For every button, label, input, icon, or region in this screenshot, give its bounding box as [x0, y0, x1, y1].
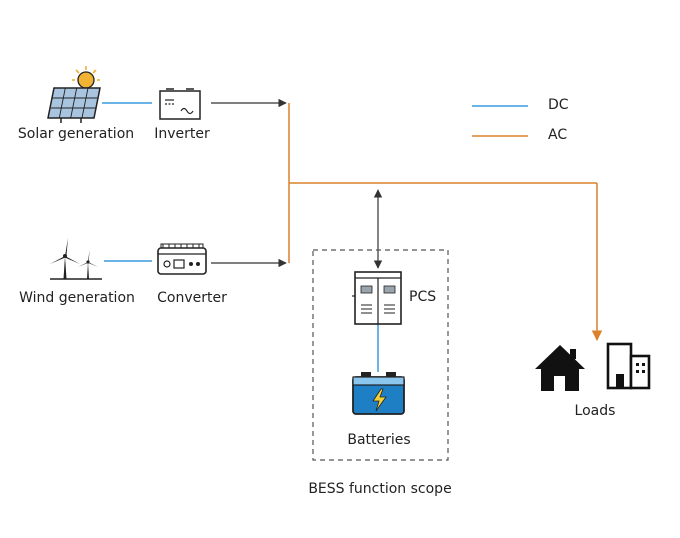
legend-ac-label: AC	[548, 127, 568, 143]
solar-panel-icon	[47, 66, 101, 123]
building-icon	[606, 342, 651, 390]
wind-generation-label: Wind generation	[19, 290, 135, 306]
bess-scope-box	[312, 249, 449, 461]
wind-turbine-icon	[50, 238, 102, 280]
inverter-icon	[159, 88, 201, 120]
legend-dc-label: DC	[548, 97, 569, 113]
pcs-label: PCS	[409, 289, 437, 305]
converter-icon	[157, 243, 207, 275]
inverter-label: Inverter	[154, 126, 210, 142]
battery-icon	[352, 372, 405, 415]
bess-scope-label: BESS function scope	[308, 481, 452, 497]
solar-generation-label: Solar generation	[17, 126, 135, 142]
batteries-label: Batteries	[347, 432, 411, 448]
pcs-cabinet-icon	[352, 271, 402, 325]
converter-label: Converter	[157, 290, 227, 306]
house-icon	[535, 345, 585, 391]
loads-label: Loads	[574, 403, 616, 419]
